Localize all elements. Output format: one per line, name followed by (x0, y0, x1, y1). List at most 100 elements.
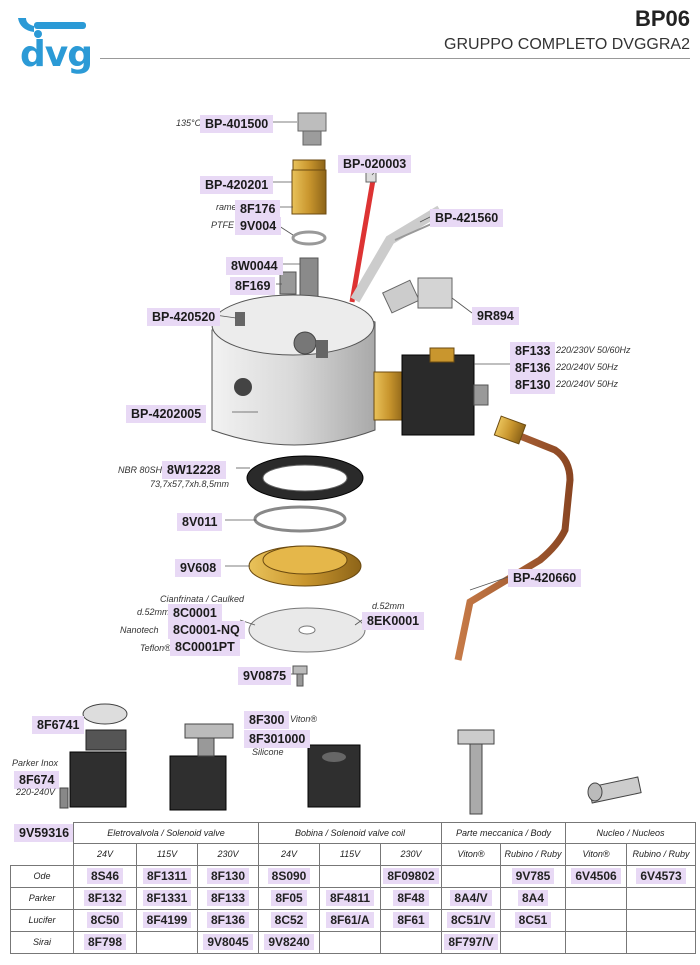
col-header: Viton® (441, 843, 501, 866)
label-8f674: 8F674 (14, 771, 60, 789)
table-cell: 8F48 (380, 886, 442, 910)
logo-icon (18, 18, 86, 38)
col-header: 115V (319, 843, 381, 866)
note-8f300: Viton® (290, 714, 317, 724)
table-cell: 8F133 (197, 886, 259, 910)
part-code-cell: 8C52 (270, 912, 308, 928)
note-8f130: 220/240V 50Hz (556, 379, 619, 389)
parts-table: Eletrovalvola / Solenoid valve Bobina / … (10, 822, 696, 954)
table-cell (441, 864, 501, 888)
part-code-cell: 8C51 (514, 912, 552, 928)
table-cell: 8F4811 (319, 886, 381, 910)
table-cell (565, 886, 627, 910)
col-header: 115V (136, 843, 198, 866)
table-cell: 8F1331 (136, 886, 198, 910)
elbow-fitting (381, 277, 453, 314)
group-header: Nucleo / Nucleos (565, 822, 696, 844)
col-header: Viton® (565, 843, 627, 866)
label-8w0044: 8W0044 (226, 257, 283, 275)
part-code-cell: 8F798 (83, 934, 127, 950)
part-code-cell: 6V4573 (636, 868, 686, 884)
label-9v59316: 9V59316 (14, 824, 75, 842)
col-header: 24V (73, 843, 137, 866)
part-code-cell: 8F61/A (326, 912, 374, 928)
label-8f136: 8F136 (510, 359, 556, 377)
col-header: 230V (380, 843, 442, 866)
brass-fitting (291, 159, 327, 246)
label-bp420660: BP-420660 (508, 569, 582, 587)
row-header: Ode (10, 864, 74, 888)
table-cell: 8S46 (73, 864, 137, 888)
note-9v004: PTFE (211, 220, 235, 230)
brand-logo: dvg (14, 10, 94, 75)
part-code-cell: 8F61 (393, 912, 429, 928)
note-8ek0001: d.52mm (372, 601, 405, 611)
table-cell: 8F798 (73, 930, 137, 954)
note-bp401500: 135°C (176, 118, 202, 128)
row-header: Sirai (10, 930, 74, 954)
valve-variants (59, 703, 642, 815)
table-row: Sirai 8F798 9V8045 9V8240 8F797/V (10, 930, 696, 954)
label-8f169: 8F169 (230, 277, 276, 295)
note-8f301000: Silicone (252, 747, 284, 757)
col-header: Rubino / Ruby (500, 843, 566, 866)
label-8w12228: 8W12228 (162, 461, 226, 479)
part-code-cell: 9V785 (511, 868, 555, 884)
note-8c0001: d.52mm (137, 607, 170, 617)
label-8c0001pt: 8C0001PT (170, 638, 240, 656)
label-9v608: 9V608 (175, 559, 222, 577)
table-cell (626, 908, 696, 932)
label-8f133: 8F133 (510, 342, 556, 360)
table-cell: 8A4 (500, 886, 566, 910)
part-code-cell: 8F136 (206, 912, 250, 928)
col-header: 230V (197, 843, 259, 866)
label-8c0001: 8C0001 (168, 604, 222, 622)
part-code-cell: 8F1331 (142, 890, 192, 906)
label-bp420201: BP-420201 (200, 176, 274, 194)
group-header: Bobina / Solenoid valve coil (258, 822, 442, 844)
note-8w12228-b: 73,7x57,7xh.8,5mm (150, 479, 230, 489)
table-cell: 8F09802 (380, 864, 442, 888)
table-cell: 8F05 (258, 886, 320, 910)
note-caulked: Cianfrinata / Caulked (160, 594, 245, 604)
table-cell: 8C50 (73, 908, 137, 932)
note-8c0001pt: Teflon® (140, 643, 171, 653)
table-cell: 8C52 (258, 908, 320, 932)
table-cell: 8F61 (380, 908, 442, 932)
part-code-cell: 9V8045 (203, 934, 253, 950)
solenoid-valve (373, 347, 489, 436)
part-code-cell: 8F48 (393, 890, 429, 906)
label-8ek0001: 8EK0001 (362, 612, 425, 630)
group-body (211, 294, 376, 446)
table-cell: 8S090 (258, 864, 320, 888)
table-cell (500, 930, 566, 954)
part-code: BP06 (634, 6, 690, 31)
table-cell: 9V785 (500, 864, 566, 888)
part-code-cell: 8F05 (271, 890, 307, 906)
part-code-cell: 8C51/V (446, 912, 496, 928)
table-cell: 8F797/V (441, 930, 501, 954)
exploded-diagram (211, 112, 574, 687)
note-8f136: 220/240V 50Hz (556, 362, 619, 372)
table-cell (626, 930, 696, 954)
table-cell: 6V4506 (565, 864, 627, 888)
table-cell: 9V8045 (197, 930, 259, 954)
table-cell (626, 886, 696, 910)
table-cell: 8F130 (197, 864, 259, 888)
part-code-cell: 9V8240 (264, 934, 314, 950)
label-8f301000: 8F301000 (244, 730, 311, 748)
table-cell (565, 930, 627, 954)
table-cell (319, 930, 381, 954)
note-8f133: 220/230V 50/60Hz (556, 345, 631, 355)
label-9v004: 9V004 (235, 217, 282, 235)
col-header: Rubino / Ruby (626, 843, 696, 866)
part-code-cell: 8F133 (206, 890, 250, 906)
table-cell: 8F4199 (136, 908, 198, 932)
label-8f130: 8F130 (510, 376, 556, 394)
part-code-cell: 8C50 (86, 912, 124, 928)
label-9r894: 9R894 (472, 307, 519, 325)
part-code-cell: 6V4506 (571, 868, 621, 884)
table-cell: 8A4/V (441, 886, 501, 910)
